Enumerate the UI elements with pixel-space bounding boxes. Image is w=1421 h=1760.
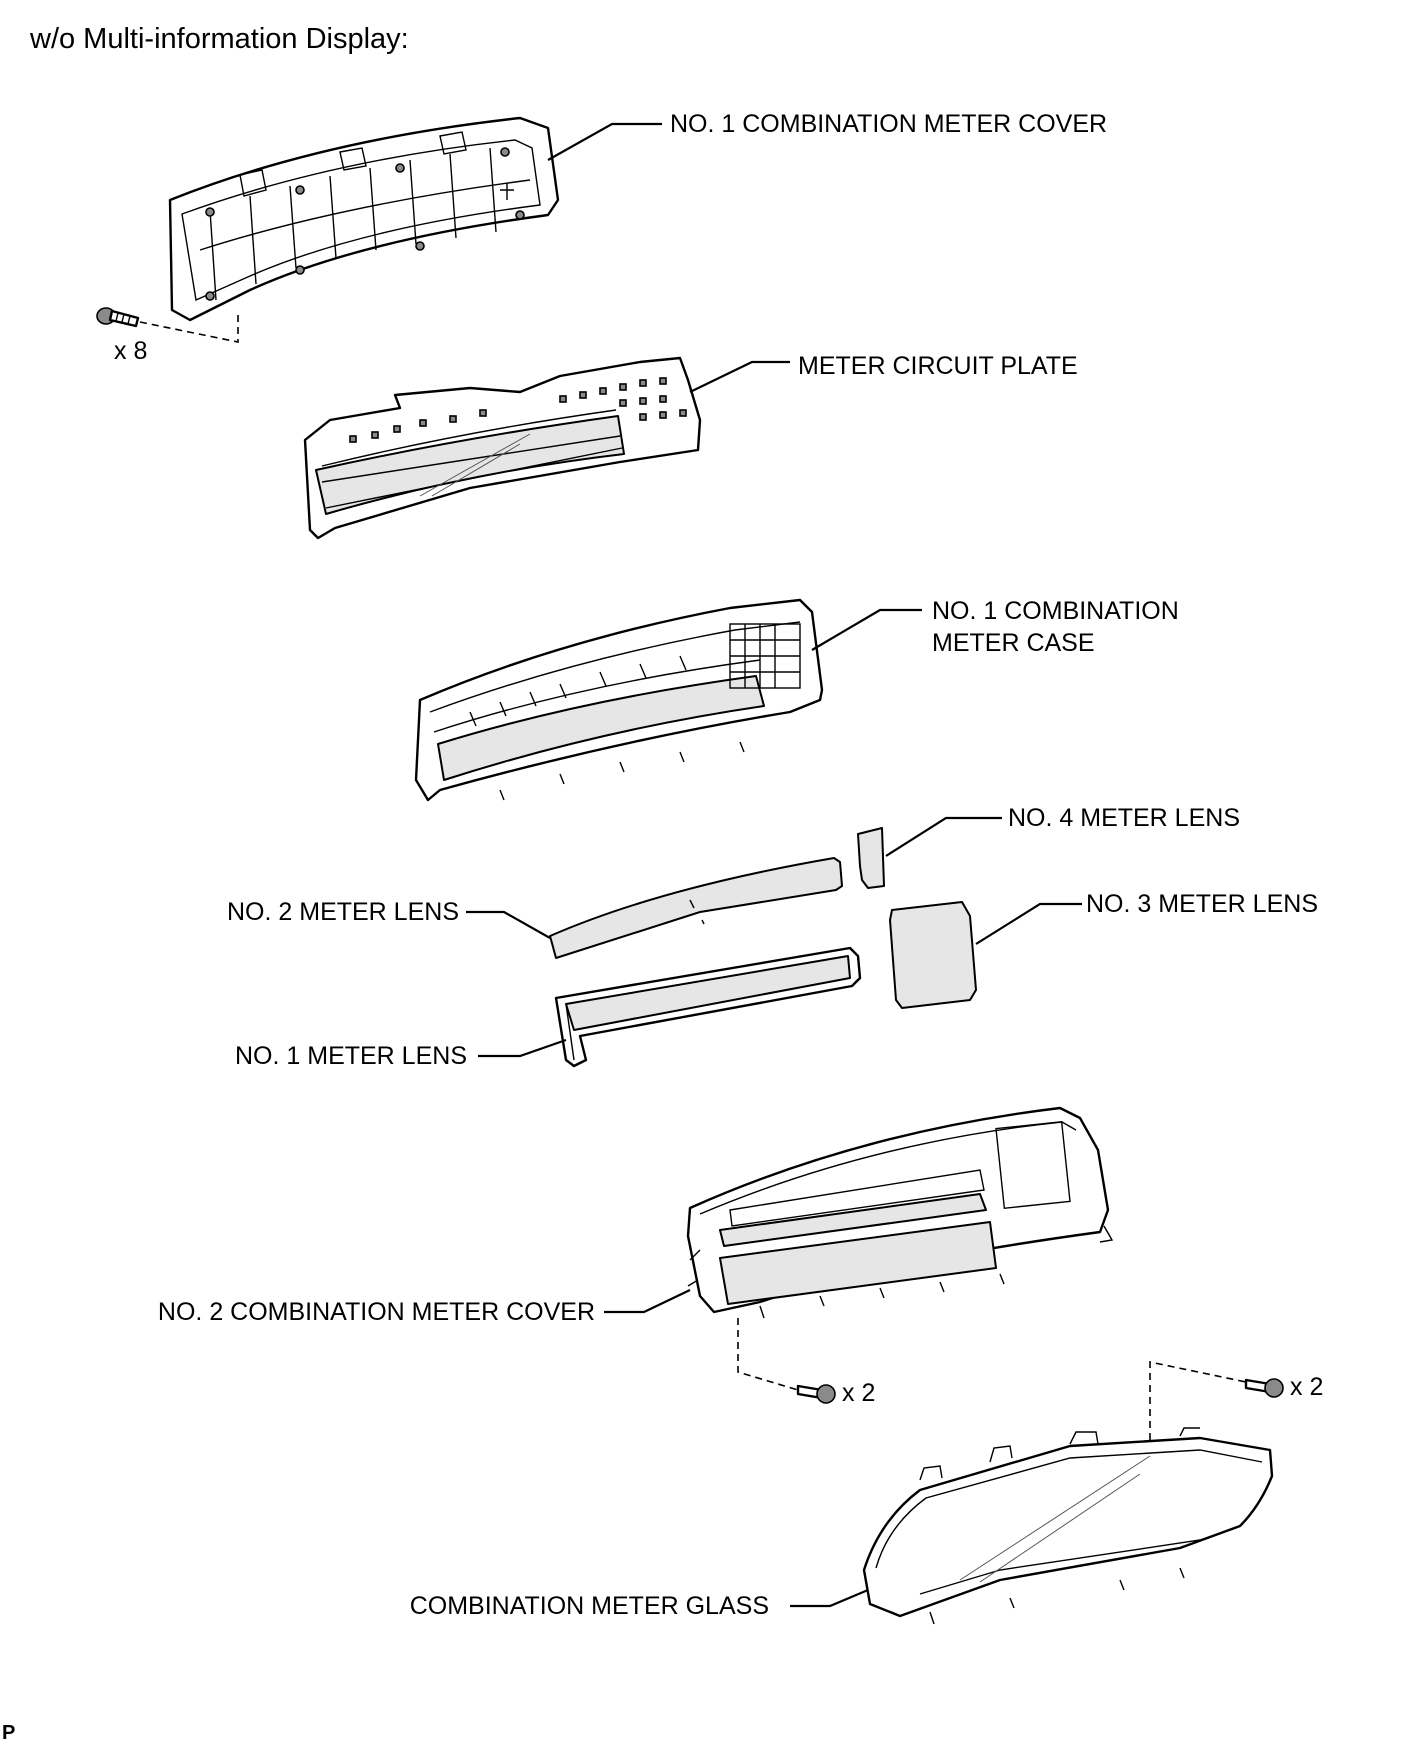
screw-left xyxy=(796,1384,836,1404)
leader-meter-circuit-plate xyxy=(689,360,790,393)
label-screw-qty-cover: x 8 xyxy=(114,337,148,365)
label-meter-circuit-plate: METER CIRCUIT PLATE xyxy=(798,352,1078,380)
label-no4-meter-lens: NO. 4 METER LENS xyxy=(1008,804,1240,832)
leader-no2-combination-meter-cover xyxy=(604,1289,691,1314)
no3-meter-lens-part xyxy=(889,901,977,1009)
meter-circuit-plate-part xyxy=(303,356,702,540)
no1-combination-meter-cover-part xyxy=(168,116,560,322)
leader-no1-combination-meter-case xyxy=(811,608,922,651)
label-no2-meter-lens: NO. 2 METER LENS xyxy=(227,898,459,926)
no2-combination-meter-cover-part xyxy=(686,1106,1114,1319)
leader-combination-meter-glass xyxy=(790,1588,869,1608)
screw-path-right xyxy=(1149,1361,1247,1440)
leader-no3-meter-lens xyxy=(975,902,1082,945)
no1-meter-lens-part xyxy=(554,946,862,1068)
label-no2-combination-meter-cover: NO. 2 COMBINATION METER COVER xyxy=(157,1298,595,1326)
combination-meter-glass-part xyxy=(862,1427,1274,1625)
label-combination-meter-glass: COMBINATION METER GLASS xyxy=(409,1592,769,1620)
label-no1-combination-meter-case-line2: METER CASE xyxy=(932,629,1095,657)
screw-path-left xyxy=(737,1318,799,1391)
leader-no4-meter-lens xyxy=(885,816,1002,857)
corner-mark: P xyxy=(2,1722,16,1744)
no2-meter-lens-part xyxy=(549,857,843,959)
no4-meter-lens-part xyxy=(857,827,885,889)
leader-no1-meter-lens xyxy=(478,1038,567,1058)
screw-path-cover xyxy=(139,312,239,343)
screw-right xyxy=(1244,1378,1284,1398)
leader-no1-combination-meter-cover xyxy=(547,122,662,161)
diagram-heading: w/o Multi-information Display: xyxy=(30,23,409,55)
label-no1-combination-meter-case-line1: NO. 1 COMBINATION xyxy=(932,597,1179,625)
label-no1-combination-meter-cover: NO. 1 COMBINATION METER COVER xyxy=(670,110,1108,138)
label-screw-qty-left: x 2 xyxy=(842,1379,876,1407)
leader-no2-meter-lens xyxy=(466,910,551,939)
no1-combination-meter-case-part xyxy=(414,598,824,802)
label-no1-meter-lens: NO. 1 METER LENS xyxy=(235,1042,467,1070)
label-no3-meter-lens: NO. 3 METER LENS xyxy=(1086,890,1318,918)
screw-cover xyxy=(96,307,140,328)
label-screw-qty-right: x 2 xyxy=(1290,1373,1324,1401)
